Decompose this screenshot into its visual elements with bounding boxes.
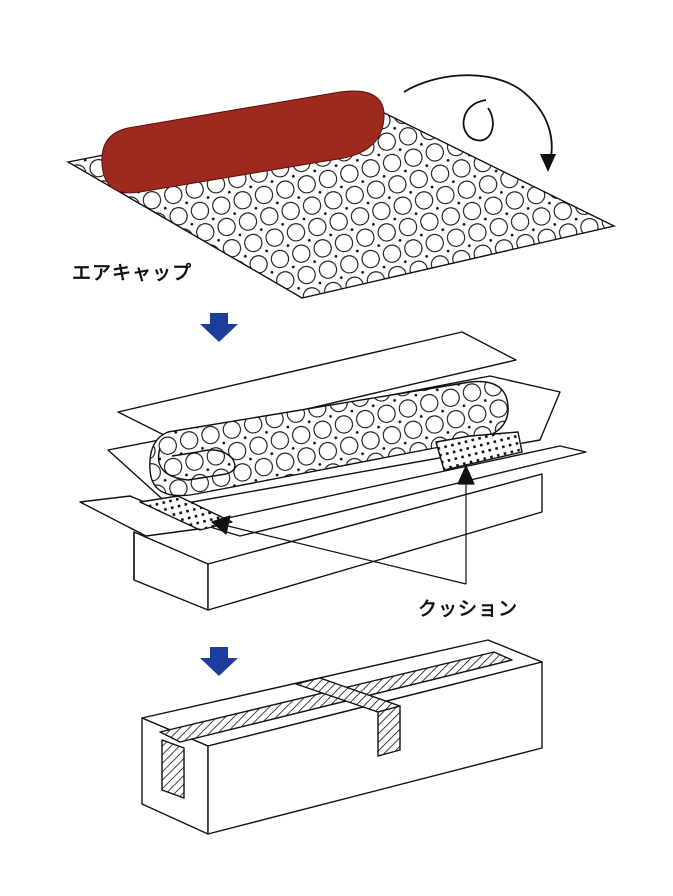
box-front bbox=[133, 531, 209, 611]
tape-side bbox=[377, 705, 401, 757]
closed-box-side bbox=[207, 661, 543, 835]
cushion-pointers bbox=[211, 465, 475, 585]
down-arrow-icon bbox=[200, 313, 238, 342]
step3-taped-box bbox=[141, 639, 543, 835]
cushion-right bbox=[435, 431, 523, 471]
box-lid bbox=[117, 331, 517, 441]
pillow bbox=[101, 90, 385, 194]
step2-boxing bbox=[79, 331, 587, 611]
air-cap-label: エアキャップ bbox=[72, 262, 193, 284]
tape-front bbox=[161, 739, 185, 799]
cushion-label: クッション bbox=[418, 598, 519, 620]
curved-arrow-icon bbox=[403, 74, 556, 172]
step1-wrapping bbox=[66, 74, 617, 299]
wrapped-roll bbox=[149, 380, 509, 497]
down-arrow-icon bbox=[200, 647, 238, 676]
cushion-left bbox=[139, 495, 233, 531]
box-side bbox=[207, 473, 543, 611]
